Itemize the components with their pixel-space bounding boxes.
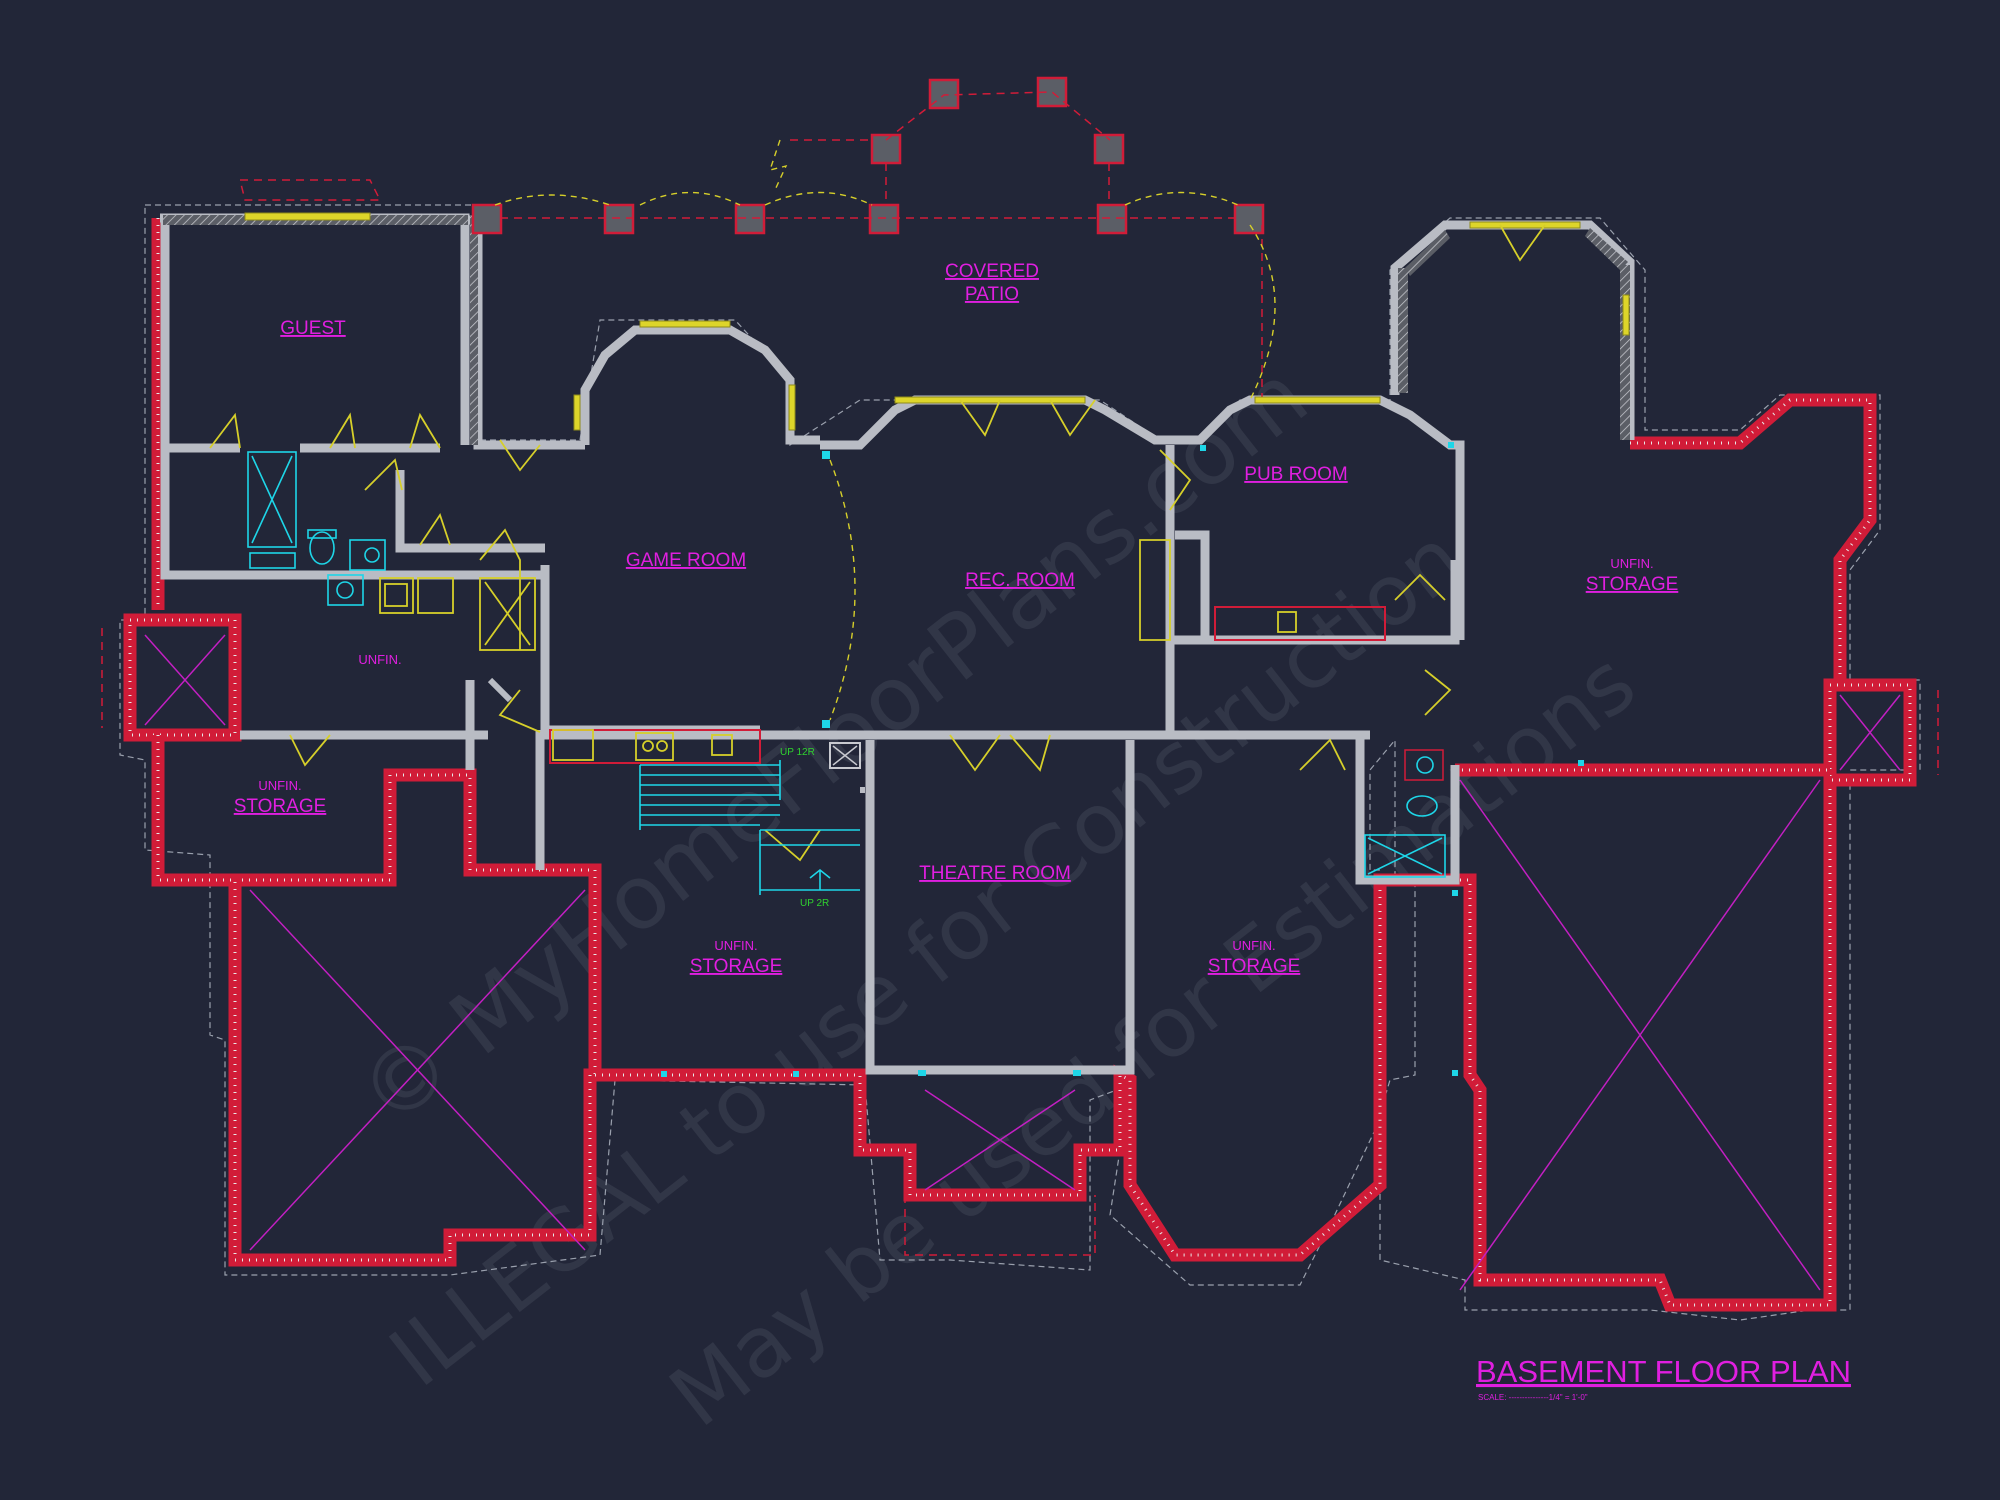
label-unfin-storage-right-top: UNFIN. (1232, 938, 1275, 953)
label-game-room: GAME ROOM (626, 550, 746, 571)
title-block: BASEMENT FLOOR PLAN SCALE: -------------… (1476, 1354, 1851, 1402)
label-theatre-room: THEATRE ROOM (919, 863, 1071, 884)
patio-arcs (494, 139, 1276, 721)
patio-columns (471, 76, 1265, 235)
label-rec-room: REC. ROOM (965, 570, 1075, 591)
stairs-icon (639, 760, 860, 895)
label-unfin-storage-far: STORAGE (1586, 574, 1679, 595)
stair-note-up-2r: UP 2R (800, 898, 829, 909)
patio-beams (101, 91, 1939, 775)
room-labels: GUEST COVERED PATIO GAME ROOM REC. ROOM … (234, 261, 1679, 977)
label-guest: GUEST (280, 318, 346, 339)
label-unfin-storage-far-top: UNFIN. (1610, 556, 1653, 571)
stair-note-up-12r: UP 12R (780, 747, 815, 758)
label-unfin: UNFIN. (358, 652, 401, 667)
label-covered: COVERED (945, 261, 1039, 282)
label-pub-room: PUB ROOM (1244, 464, 1347, 485)
window-well-outline (904, 1195, 1096, 1256)
plan-title: BASEMENT FLOOR PLAN (1476, 1354, 1851, 1389)
label-patio: PATIO (965, 284, 1019, 305)
label-unfin-storage-left: STORAGE (234, 796, 327, 817)
label-unfin-storage-mid-top: UNFIN. (714, 938, 757, 953)
windows (244, 212, 1630, 431)
plan-scale: SCALE: ---------------1/4" = 1'-0" (1478, 1393, 1588, 1402)
doors (209, 224, 1546, 862)
fixtures (247, 442, 1584, 1077)
foundation-walls (123, 218, 1917, 1312)
unfinished-area-markers (144, 634, 1901, 1291)
label-unfin-storage-right: STORAGE (1208, 956, 1301, 977)
label-unfin-storage-left-top: UNFIN. (258, 778, 301, 793)
label-unfin-storage-mid: STORAGE (690, 956, 783, 977)
